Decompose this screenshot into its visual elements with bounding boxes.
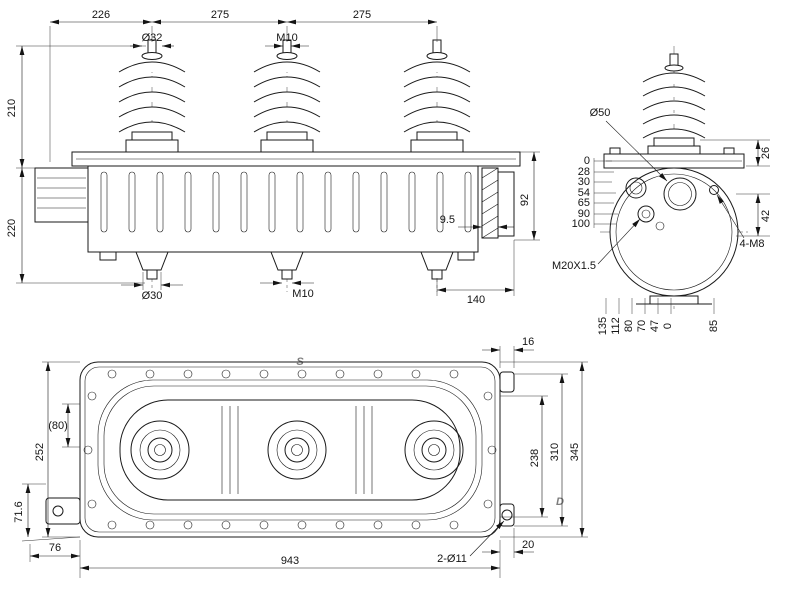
scale-30: 30 — [578, 176, 590, 188]
dim-20: 20 — [522, 539, 534, 551]
scale-54: 54 — [578, 187, 590, 199]
dim-dia32: Ø32 — [142, 32, 163, 44]
cover-bolt-left — [609, 147, 621, 155]
dim-92: 92 — [519, 194, 531, 206]
left-bracket — [34, 167, 89, 223]
scale-0b: 0 — [662, 323, 674, 329]
dim-275-a: 275 — [211, 9, 229, 21]
plan-right-dimensions: 238 310 345 — [500, 361, 588, 538]
bottom-bushing-1 — [135, 251, 169, 280]
terminal-b — [625, 177, 647, 199]
watermark-letter-2: D — [556, 496, 564, 508]
dim-238: 238 — [529, 449, 541, 467]
plan-bushing-3 — [404, 420, 464, 480]
dim-310: 310 — [549, 443, 561, 461]
dim-345: 345 — [569, 443, 581, 461]
right-plate — [481, 167, 515, 239]
dim-2-dia11: 2-Ø11 — [437, 553, 467, 565]
dim-42: 42 — [760, 210, 772, 222]
dim-210: 210 — [6, 99, 18, 117]
plan-cover — [119, 399, 461, 501]
front-right-dimensions: 9.5 92 — [440, 151, 540, 241]
plan-ribs — [221, 406, 373, 494]
front-left-dimensions: 210 220 — [6, 45, 146, 284]
scale-112: 112 — [610, 317, 622, 335]
insulator-1 — [118, 39, 186, 153]
dim-220: 220 — [6, 219, 18, 237]
bottom-bushing-2 — [270, 251, 304, 280]
dim-226: 226 — [92, 9, 110, 21]
side-view: Ø50 0 28 30 54 65 90 100 M20X1.5 — [552, 46, 772, 335]
insulator-2 — [253, 39, 321, 153]
scale-0: 0 — [584, 155, 590, 167]
terminal-small — [655, 221, 665, 231]
scale-65: 65 — [578, 197, 590, 209]
dim-71-6: 71.6 — [13, 501, 25, 522]
side-bottom-scale: 135 112 80 70 47 0 85 — [597, 298, 720, 335]
flange-bolts — [83, 369, 497, 530]
dim-4m8: 4-M8 — [739, 238, 764, 250]
dim-80: (80) — [48, 420, 68, 432]
dim-275-b: 275 — [353, 9, 371, 21]
scale-70: 70 — [636, 320, 648, 332]
dim-9-5: 9.5 — [440, 214, 455, 226]
foot-left — [99, 251, 117, 261]
front-bottom-dimensions: Ø30 M10 140 — [121, 240, 515, 306]
cooling-ribs — [100, 171, 472, 233]
scale-90: 90 — [578, 208, 590, 220]
dim-m10-bottom: M10 — [292, 288, 313, 300]
plan-left-dimensions: 252 (80) 71.6 76 — [13, 361, 81, 578]
dim-26: 26 — [760, 147, 772, 159]
ear-top-right — [499, 371, 515, 393]
side-insulator — [642, 53, 706, 155]
watermark-letter-1: S — [296, 356, 304, 368]
ear-bottom-right — [499, 503, 515, 527]
dim-m10-top: M10 — [276, 32, 297, 44]
dim-76: 76 — [49, 542, 61, 554]
side-right-dimensions: 26 42 4-M8 — [700, 139, 772, 250]
ear-bottom-left — [45, 497, 81, 525]
cover-bolt-right — [723, 147, 735, 155]
plan-bushing-1 — [130, 420, 190, 480]
plan-bottom-dimensions: 943 2-Ø11 20 — [80, 520, 534, 578]
terminal-m20 — [637, 205, 655, 223]
bolt-4m8 — [709, 185, 719, 195]
plan-view: 16 252 (80) 71.6 76 943 2-Ø11 — [13, 336, 588, 578]
plan-bushing-2 — [267, 420, 327, 480]
watermark: S D — [296, 356, 564, 508]
scale-47: 47 — [649, 320, 661, 332]
front-top-dimensions: 226 275 275 Ø32 M10 — [49, 9, 438, 162]
front-view: 226 275 275 Ø32 M10 210 220 Ø30 — [6, 9, 540, 306]
side-left-scale: 0 28 30 54 65 90 100 — [572, 155, 618, 230]
foot-right — [457, 251, 475, 261]
side-foot — [649, 295, 699, 305]
scale-100: 100 — [572, 218, 590, 230]
scale-80: 80 — [623, 320, 635, 332]
bottom-bushing-3 — [420, 251, 454, 280]
scale-135: 135 — [597, 317, 609, 335]
dim-m20x15: M20X1.5 — [552, 260, 596, 272]
terminal-dia50 — [663, 177, 697, 211]
dim-16: 16 — [522, 336, 534, 348]
dim-dia50: Ø50 — [590, 107, 611, 119]
tank-body — [87, 165, 479, 253]
insulator-3 — [403, 39, 471, 153]
plan-top-dimension: 16 — [482, 336, 534, 368]
dim-943: 943 — [281, 555, 299, 567]
side-body-circle — [609, 167, 739, 297]
scale-28: 28 — [578, 166, 590, 178]
plan-outer — [79, 361, 501, 538]
dim-252: 252 — [34, 443, 46, 461]
dim-140: 140 — [467, 294, 485, 306]
dim-dia30: Ø30 — [142, 290, 163, 302]
dim-85: 85 — [708, 320, 720, 332]
